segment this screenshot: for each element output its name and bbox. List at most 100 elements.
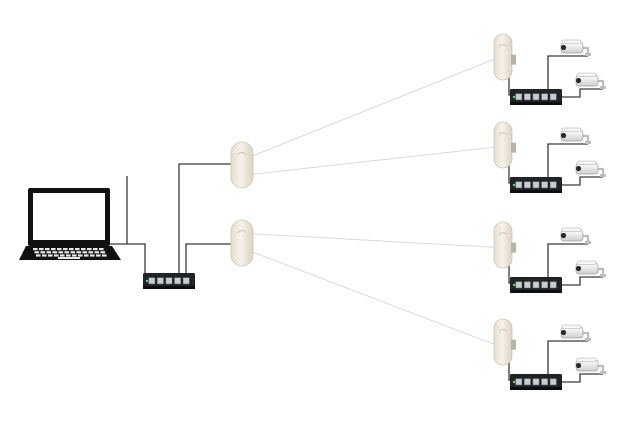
switch-port bbox=[515, 281, 523, 289]
switch-port bbox=[515, 93, 523, 101]
switch-port bbox=[524, 281, 531, 289]
ip-camera-icon bbox=[575, 72, 606, 89]
laptop-icon bbox=[19, 188, 121, 260]
laptop-key bbox=[54, 254, 59, 257]
cable-switch-to-camera-1 bbox=[547, 243, 588, 277]
switch-port bbox=[541, 378, 548, 386]
switch-port bbox=[148, 277, 156, 285]
laptop-key bbox=[40, 251, 46, 254]
laptop-key bbox=[84, 254, 89, 257]
laptop-key bbox=[87, 248, 92, 251]
remote-wireless-bridge-icon bbox=[493, 33, 516, 81]
switch-port bbox=[515, 378, 523, 386]
laptop-key bbox=[33, 248, 38, 251]
switch-port bbox=[532, 378, 540, 386]
switch-port bbox=[165, 277, 173, 285]
remote-wireless-bridge-icon bbox=[493, 121, 516, 169]
laptop-key bbox=[82, 251, 88, 254]
laptop-key bbox=[42, 254, 47, 257]
camera-lens bbox=[575, 265, 582, 272]
switch-port bbox=[549, 281, 557, 289]
laptop-key bbox=[69, 248, 74, 251]
remote-poe-switch-icon bbox=[510, 374, 562, 390]
mount-bracket bbox=[511, 339, 516, 350]
laptop-key bbox=[58, 251, 64, 254]
switch-port bbox=[532, 181, 540, 189]
laptop-key bbox=[96, 254, 101, 257]
camera-sunshield bbox=[576, 260, 597, 265]
switch-port bbox=[182, 277, 190, 285]
cable-switch-to-camera-1 bbox=[547, 143, 588, 177]
status-led bbox=[512, 380, 516, 384]
laptop-key bbox=[72, 254, 77, 257]
laptop-screen bbox=[33, 193, 105, 240]
camera-sunshield bbox=[561, 324, 582, 329]
switch-port bbox=[549, 181, 557, 189]
ip-camera-icon bbox=[560, 324, 591, 341]
laptop-key bbox=[51, 248, 56, 251]
switch-port bbox=[174, 277, 181, 285]
switch-port bbox=[541, 93, 548, 101]
camera-sunshield bbox=[576, 357, 597, 362]
laptop-key bbox=[99, 248, 104, 251]
wireless-link bbox=[252, 58, 495, 157]
laptop-key bbox=[60, 254, 65, 257]
base-wireless-bridge-icon bbox=[230, 219, 254, 267]
ip-camera-icon bbox=[560, 227, 591, 244]
wireless-link bbox=[252, 233, 495, 248]
cable-laptop-to-switch bbox=[110, 243, 146, 276]
laptop-spacebar bbox=[58, 257, 80, 259]
remote-poe-switch-icon bbox=[510, 89, 562, 105]
laptop-key bbox=[34, 251, 40, 254]
remote-poe-switch-icon bbox=[510, 277, 562, 293]
status-led bbox=[145, 279, 149, 283]
switch-port bbox=[157, 277, 164, 285]
laptop-key bbox=[76, 251, 82, 254]
status-led bbox=[512, 183, 516, 187]
ip-camera-icon bbox=[575, 357, 606, 374]
laptop-key bbox=[52, 251, 58, 254]
camera-lens bbox=[575, 165, 582, 172]
cable-switch-to-camera-2 bbox=[560, 176, 603, 186]
laptop-key bbox=[94, 251, 100, 254]
camera-sunshield bbox=[561, 227, 582, 232]
camera-lens bbox=[560, 132, 567, 139]
core-poe-switch-icon bbox=[143, 273, 195, 289]
camera-lens bbox=[560, 232, 567, 239]
laptop-key bbox=[78, 254, 83, 257]
remote-wireless-bridge-icon bbox=[493, 221, 516, 269]
camera-lens bbox=[575, 362, 582, 369]
camera-lens bbox=[560, 44, 567, 51]
laptop-key bbox=[90, 254, 95, 257]
base-wireless-bridge-icon bbox=[230, 141, 254, 189]
mount-bracket bbox=[511, 242, 516, 253]
cable-switch-to-antenna-1 bbox=[178, 163, 231, 273]
camera-sunshield bbox=[561, 39, 582, 44]
switch-port bbox=[549, 93, 557, 101]
switch-port bbox=[549, 378, 557, 386]
laptop-key bbox=[48, 254, 53, 257]
mount-bracket bbox=[511, 54, 516, 65]
laptop-key bbox=[102, 254, 107, 257]
ip-camera-icon bbox=[575, 260, 606, 277]
laptop-key bbox=[45, 248, 50, 251]
laptop-key bbox=[70, 251, 76, 254]
switch-port bbox=[532, 281, 540, 289]
cable-switch-to-camera-1 bbox=[547, 340, 588, 374]
camera-sunshield bbox=[576, 160, 597, 165]
mount-bracket bbox=[511, 142, 516, 153]
camera-sunshield bbox=[561, 127, 582, 132]
switch-port bbox=[515, 181, 523, 189]
camera-lens bbox=[575, 77, 582, 84]
status-led bbox=[512, 283, 516, 287]
laptop-key bbox=[36, 254, 41, 257]
remote-poe-switch-icon bbox=[510, 177, 562, 193]
cable-switch-to-camera-2 bbox=[560, 373, 603, 383]
laptop-key bbox=[100, 251, 106, 254]
switch-port bbox=[541, 181, 548, 189]
laptop-key bbox=[57, 248, 62, 251]
ip-camera-icon bbox=[560, 127, 591, 144]
cable-switch-to-camera-2 bbox=[560, 276, 603, 286]
cable-switch-to-antenna-2 bbox=[185, 243, 231, 273]
